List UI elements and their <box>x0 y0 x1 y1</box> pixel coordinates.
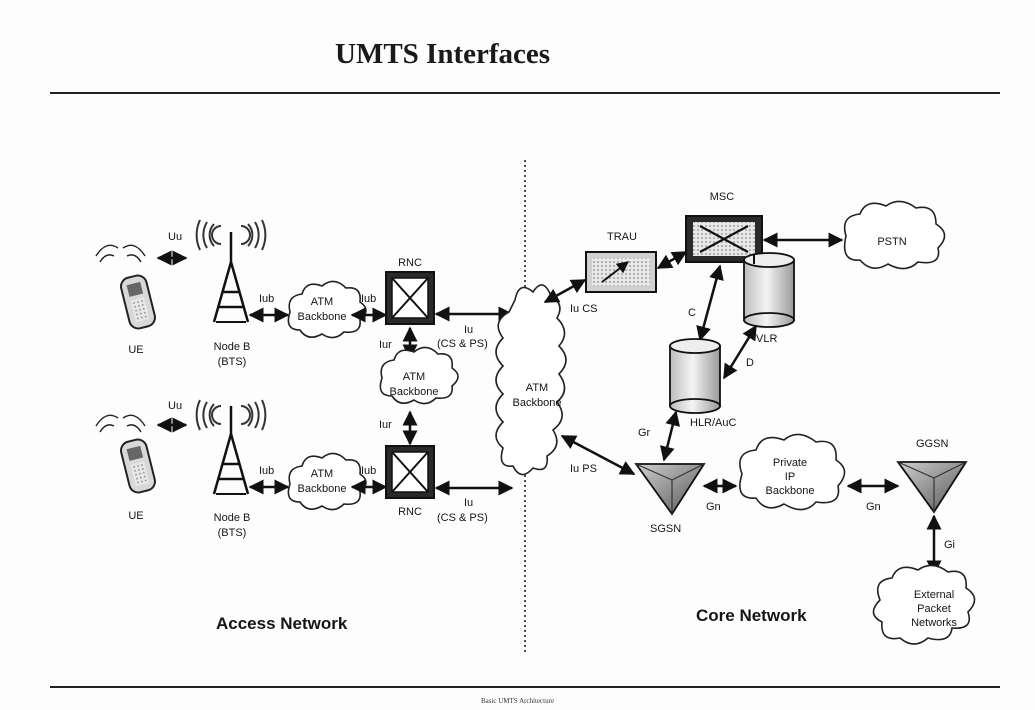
core-network-label: Core Network <box>696 606 807 625</box>
iu-cs-label: Iu CS <box>570 303 598 315</box>
iur-label-2: Iur <box>379 419 392 431</box>
atm-backbone-cloud-2 <box>287 452 367 511</box>
iub-label-2a: Iub <box>259 465 274 477</box>
iur-label-1: Iur <box>379 339 392 351</box>
rnc-label-2: RNC <box>398 506 422 518</box>
rnc-switch-icon-2 <box>385 445 435 499</box>
rnc-switch-icon-1 <box>385 271 435 325</box>
node-b-tower-icon <box>195 219 267 323</box>
msc-switch-icon <box>685 215 763 263</box>
iu-ps-label: Iu PS <box>570 463 597 475</box>
iu-label-2: Iu <box>464 497 473 509</box>
iu-cs-link <box>543 278 587 304</box>
msc-label: MSC <box>710 191 735 203</box>
private-ip-backbone-cloud <box>739 433 846 511</box>
gi-label: Gi <box>944 539 955 551</box>
atm-central-sub-label: Backbone <box>513 397 562 409</box>
d-link <box>722 324 758 380</box>
hlr-label: HLR/AuC <box>690 417 737 429</box>
iu-ps-link <box>560 434 636 476</box>
ggsn-label: GGSN <box>916 438 948 450</box>
private-label: Private <box>773 457 807 469</box>
atm-sub-label-middle: Backbone <box>390 386 439 398</box>
title-divider <box>50 92 1000 94</box>
node-b-label: Node B <box>214 341 251 353</box>
atm-sub-label-1: Backbone <box>298 311 347 323</box>
external-packet-networks-cloud <box>872 564 976 645</box>
ue-label-2: UE <box>128 510 143 522</box>
c-link <box>696 264 724 342</box>
pstn-cloud <box>843 200 946 270</box>
node-b-label-2: Node B <box>214 512 251 524</box>
external-packet-label: Packet <box>917 603 951 615</box>
access-network-label: Access Network <box>216 614 348 633</box>
sgsn-router-icon <box>634 463 706 516</box>
iub-label-1a: Iub <box>259 293 274 305</box>
atm-label-middle: ATM <box>403 371 425 383</box>
atm-backbone-cloud-1 <box>287 280 367 339</box>
node-b-sub-label-2: (BTS) <box>218 527 247 539</box>
gn-label-1: Gn <box>706 501 721 513</box>
atm-sub-label-2: Backbone <box>298 483 347 495</box>
vlr-database-icon <box>743 252 795 328</box>
footer-caption: Basic UMTS Architecture <box>480 697 555 705</box>
iub-label-1b: Iub <box>361 293 376 305</box>
footer-divider <box>50 686 1000 688</box>
iu-sub-label-2: (CS & PS) <box>437 512 488 524</box>
iu-label-1: Iu <box>464 324 473 336</box>
ggsn-router-icon <box>896 461 968 514</box>
iu-sub-label-1: (CS & PS) <box>437 338 488 350</box>
private-ip-label: IP <box>785 471 795 483</box>
node-b-sub-label: (BTS) <box>218 356 247 368</box>
ue-label: UE <box>128 344 143 356</box>
pstn-label: PSTN <box>877 236 906 248</box>
atm-central-label: ATM <box>526 382 548 394</box>
hlr-database-icon <box>669 338 721 414</box>
d-label: D <box>746 357 754 369</box>
node-b-tower-icon-2 <box>195 399 267 495</box>
ue-phone-icon <box>95 244 156 330</box>
atm-backbone-central-cloud <box>495 284 567 476</box>
trau-label: TRAU <box>607 231 637 243</box>
trau-device-icon <box>585 251 657 293</box>
external-label: External <box>914 589 954 601</box>
uu-label-2: Uu <box>168 400 182 412</box>
trau-msc-link <box>656 250 688 270</box>
rnc-label-1: RNC <box>398 257 422 269</box>
gn-label-2: Gn <box>866 501 881 513</box>
gr-link <box>659 410 681 462</box>
page-title: UMTS Interfaces <box>335 38 551 70</box>
atm-label-2: ATM <box>311 468 333 480</box>
sgsn-label: SGSN <box>650 523 681 535</box>
private-backbone-label: Backbone <box>766 485 815 497</box>
uu-label: Uu <box>168 231 182 243</box>
gr-label: Gr <box>638 427 651 439</box>
iub-label-2b: Iub <box>361 465 376 477</box>
atm-backbone-cloud-middle <box>379 346 459 405</box>
atm-label-1: ATM <box>311 296 333 308</box>
c-label: C <box>688 307 696 319</box>
vlr-label: VLR <box>756 333 777 345</box>
external-networks-label: Networks <box>911 617 957 629</box>
ue-phone-icon-2 <box>95 414 156 494</box>
